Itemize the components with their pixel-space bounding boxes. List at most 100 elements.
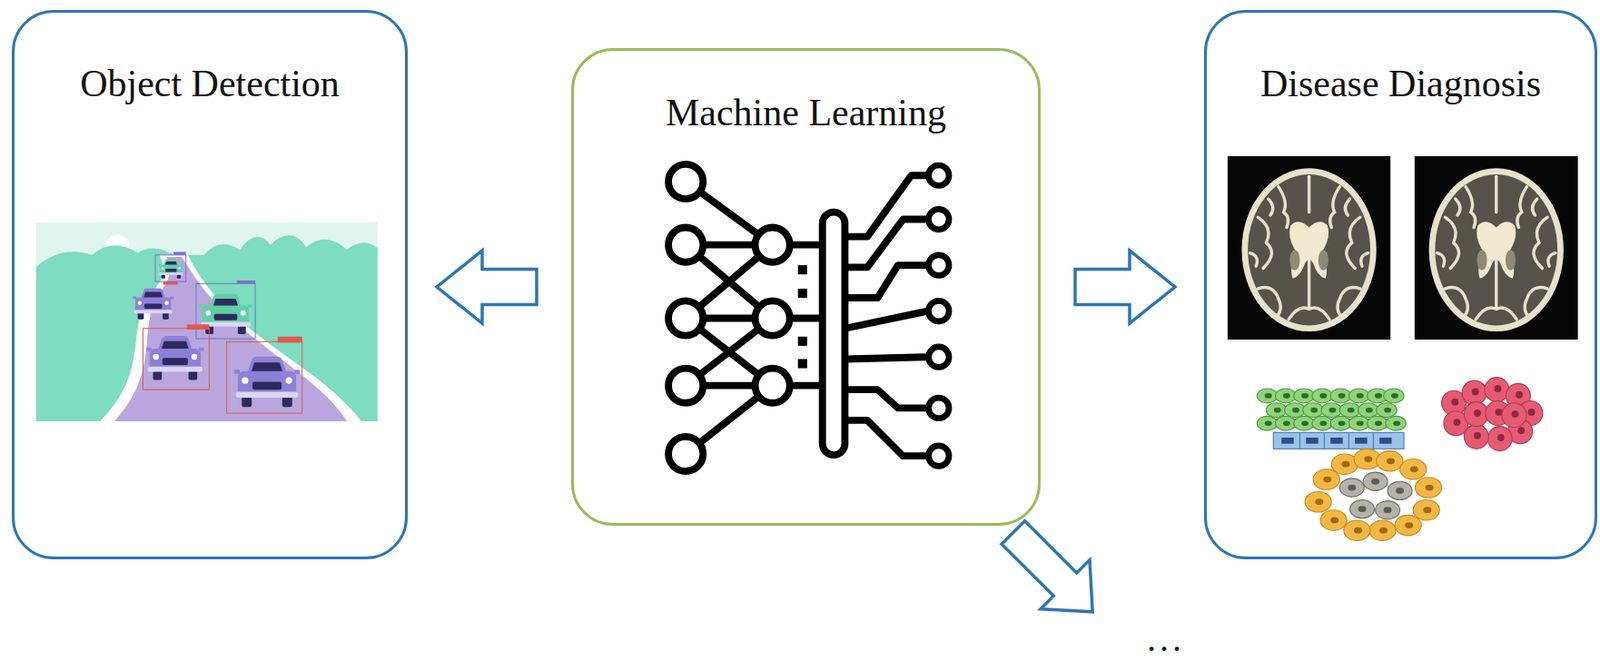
epithelial-cells <box>1256 388 1406 449</box>
epithelial-cells <box>1273 432 1404 449</box>
neural-network-icon <box>685 175 928 456</box>
tumor-cells <box>1501 403 1527 428</box>
epithelial-cells <box>1299 432 1301 449</box>
neural-network-icon <box>668 227 703 263</box>
brain-scan <box>1414 156 1579 340</box>
box-tag <box>163 281 178 285</box>
epithelial-cells <box>1330 437 1343 445</box>
epithelial-cells <box>1358 403 1379 418</box>
neural-network-icon <box>844 175 928 237</box>
tissue-cells <box>1412 499 1440 520</box>
epithelial-cells <box>1348 415 1369 431</box>
car <box>132 287 174 319</box>
neural-network-icon <box>928 300 949 321</box>
epithelial-cells <box>1323 432 1325 449</box>
bounding-box <box>142 255 302 414</box>
epithelial-cells <box>1321 403 1342 418</box>
box-tag <box>237 280 256 284</box>
epithelial-cells <box>1348 388 1369 404</box>
tissue-cells <box>1304 492 1332 513</box>
neural-network-icon <box>928 208 949 229</box>
bounding-box <box>227 341 303 414</box>
neural-network-icon <box>668 164 949 472</box>
neural-network-icon <box>798 265 808 368</box>
brain-scan <box>1227 156 1392 340</box>
neural-network-icon <box>798 336 808 346</box>
epithelial-cells <box>1385 415 1406 431</box>
neural-network-icon <box>844 265 928 298</box>
neural-network-icon <box>798 358 808 368</box>
tissue-cells <box>1313 469 1340 490</box>
method-box: Machine Learning <box>571 48 1041 526</box>
tissue-cells <box>1320 510 1347 531</box>
neural-network-icon <box>844 311 928 329</box>
epithelial-cells <box>1284 403 1305 418</box>
car <box>158 258 184 278</box>
neural-network-icon <box>668 368 703 404</box>
neural-network-icon <box>844 356 928 359</box>
neural-network-icon <box>755 300 791 336</box>
tumor-cells <box>1441 377 1543 452</box>
tissue-cells <box>1343 520 1371 541</box>
neural-network-icon <box>668 164 703 199</box>
neural-network-icon <box>928 165 949 466</box>
epithelial-cells <box>1339 403 1360 418</box>
epithelial-cells <box>1281 437 1392 445</box>
epithelial-cells <box>1330 388 1351 404</box>
neural-network-icon <box>844 219 928 268</box>
tissue-cells <box>1304 448 1442 541</box>
neural-network-icon <box>928 165 949 186</box>
neural-network-icon <box>844 389 928 408</box>
road-edge <box>99 255 362 422</box>
box-tag <box>163 251 303 343</box>
tissue-cells <box>1339 478 1364 497</box>
epithelial-cells <box>1376 403 1397 418</box>
road-scene <box>36 222 378 422</box>
ellipsis-label: ... <box>1146 621 1186 658</box>
epithelial-cells <box>1367 415 1388 431</box>
tissue-cells <box>1387 481 1413 500</box>
tissue-cells <box>1369 520 1396 541</box>
epithelial-cells <box>1299 432 1373 449</box>
epithelial-cells <box>1383 388 1404 404</box>
neural-network-icon <box>928 255 949 276</box>
car <box>233 356 300 407</box>
tissue-cells <box>1362 472 1388 491</box>
epithelial-cells <box>1256 415 1277 431</box>
epithelial-cells <box>1256 388 1277 404</box>
car <box>146 335 205 381</box>
epithelial-cells <box>1305 437 1318 445</box>
sky <box>36 222 378 422</box>
neural-network-icon <box>928 346 949 367</box>
epithelial-cells <box>1354 437 1367 445</box>
epithelial-cells <box>1303 403 1324 418</box>
neural-network-icon <box>844 420 928 456</box>
neural-network-icon <box>755 368 791 404</box>
node-title: Machine Learning <box>665 89 947 136</box>
epithelial-cells <box>1275 388 1296 404</box>
tissue-cells <box>1375 501 1401 520</box>
bounding-box <box>142 328 209 390</box>
application-box: Disease Diagnosis <box>1204 9 1598 560</box>
road <box>114 256 347 422</box>
neural-network-icon <box>668 300 703 336</box>
epithelial-cells <box>1312 415 1333 431</box>
hollow-arrow <box>1075 250 1176 324</box>
bounding-box <box>155 255 187 282</box>
hollow-arrow <box>436 250 537 324</box>
tissue-cells <box>1376 451 1403 472</box>
tumor-cells <box>1484 377 1510 403</box>
tumor-cells <box>1487 426 1512 452</box>
hollow-arrow <box>988 507 1117 636</box>
neural-network-icon <box>668 436 703 472</box>
tissue-cells <box>1350 499 1375 518</box>
tissue-cells <box>1414 477 1442 498</box>
tissue-cells <box>1394 514 1422 535</box>
neural-network-icon <box>822 212 846 455</box>
tissue-cells <box>1400 459 1427 480</box>
epithelial-cells <box>1293 388 1314 404</box>
epithelial-cells <box>1281 437 1294 445</box>
tumor-cells <box>1461 380 1487 405</box>
epithelial-cells <box>1330 415 1351 431</box>
